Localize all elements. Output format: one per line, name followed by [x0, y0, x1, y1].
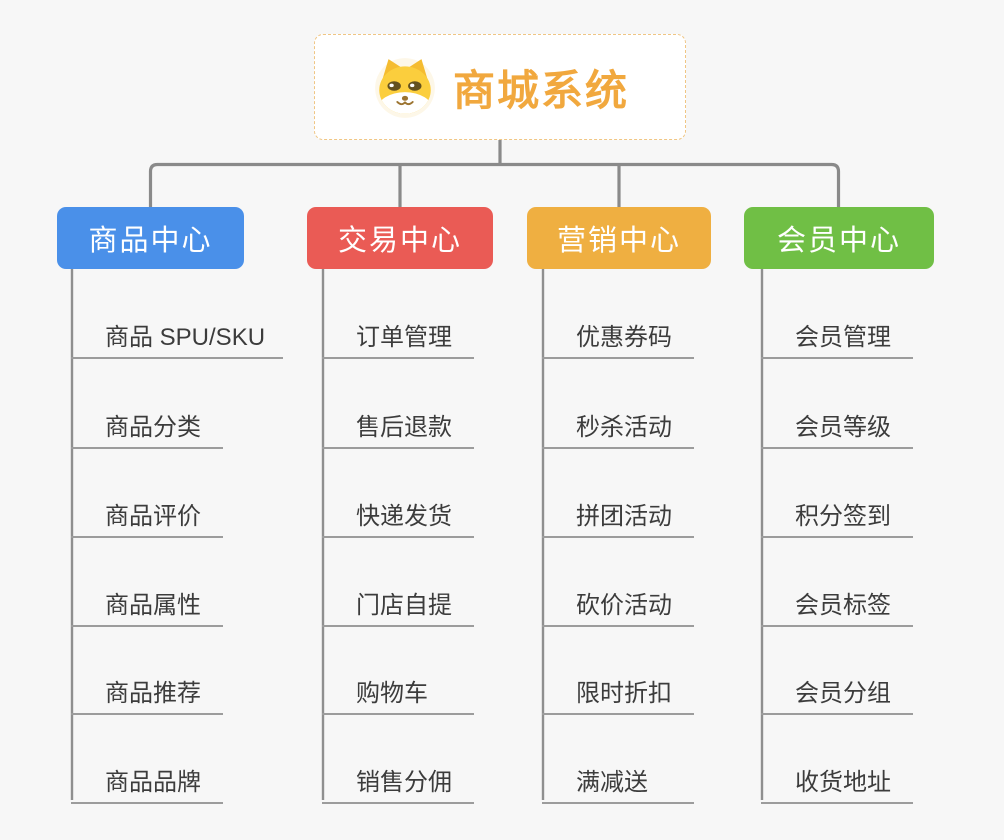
leaf-topic[interactable]: 商品推荐	[71, 668, 223, 715]
leaf-topic[interactable]: 积分签到	[761, 491, 913, 538]
leaf-topic[interactable]: 商品 SPU/SKU	[71, 312, 284, 359]
leaf-topic[interactable]: 商品评价	[71, 491, 223, 538]
leaf-topic[interactable]: 拼团活动	[542, 491, 694, 538]
leaf-topic[interactable]: 秒杀活动	[542, 402, 694, 449]
leaf-topic[interactable]: 订单管理	[322, 312, 474, 359]
branch-head-member-center[interactable]: 会员中心	[744, 207, 934, 269]
leaf-topic[interactable]: 门店自提	[322, 580, 474, 627]
leaf-topic[interactable]: 限时折扣	[542, 668, 694, 715]
leaf-topic[interactable]: 快递发货	[322, 491, 474, 538]
leaf-topic[interactable]: 会员分组	[761, 668, 913, 715]
dog-mascot-icon	[375, 58, 435, 118]
leaf-topic[interactable]: 会员等级	[761, 402, 913, 449]
leaf-topic[interactable]: 会员管理	[761, 312, 913, 359]
leaf-topic[interactable]: 商品分类	[71, 402, 223, 449]
leaf-topic[interactable]: 收货地址	[761, 757, 913, 804]
root-title: 商城系统	[452, 66, 629, 114]
leaf-topic[interactable]: 砍价活动	[542, 580, 694, 627]
branch-head-product-center[interactable]: 商品中心	[57, 207, 244, 269]
leaf-topic[interactable]: 商品属性	[71, 580, 223, 627]
branch-head-trade-center[interactable]: 交易中心	[307, 207, 493, 269]
leaf-topic[interactable]: 会员标签	[761, 580, 913, 627]
leaf-topic[interactable]: 购物车	[322, 668, 474, 715]
leaf-topic[interactable]: 满减送	[542, 757, 694, 804]
leaf-topic[interactable]: 售后退款	[322, 402, 474, 449]
leaf-topic[interactable]: 销售分佣	[322, 757, 474, 804]
root-node[interactable]: 商城系统	[314, 34, 686, 140]
leaf-topic[interactable]: 商品品牌	[71, 757, 223, 804]
branch-head-marketing-center[interactable]: 营销中心	[527, 207, 711, 269]
leaf-topic[interactable]: 优惠券码	[542, 312, 694, 359]
